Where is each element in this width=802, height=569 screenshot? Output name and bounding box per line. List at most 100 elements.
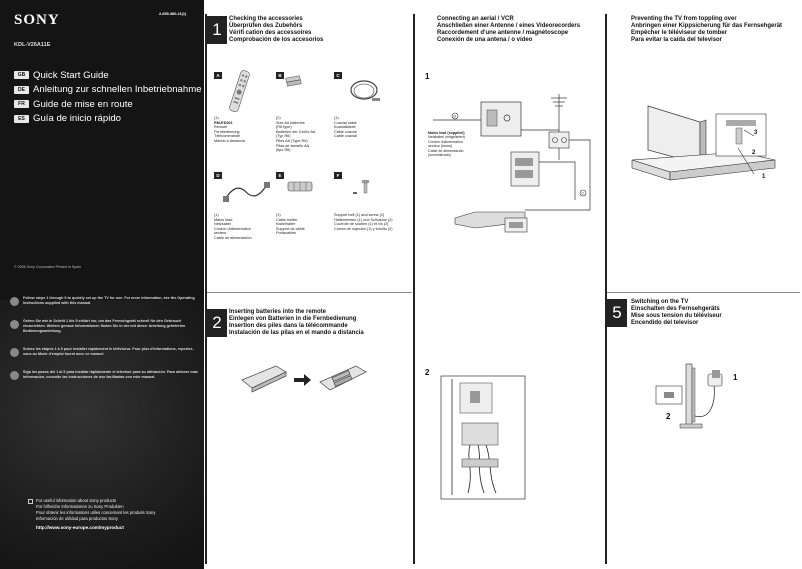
step-instruction-fr: Suivez les étapes 1 à 5 pour installer r… [10,347,200,357]
section-title: Preventing the TV from toppling over Anb… [631,16,782,44]
desc-line: Coaxial cable [334,120,357,125]
support-belt-icon [353,180,369,194]
guide-row-gb: GB Quick Start Guide [14,68,204,83]
product-info: For useful information about Sony produc… [28,498,196,530]
accessory-description: (2) Size AA batteries (R6 type) Batterie… [276,116,315,153]
accessory-label: C [334,72,342,79]
title-line: Anschließen einer Antenne / eines Videor… [437,23,581,29]
copyright: © 2006 Sony Corporation Printed in Spain [14,265,81,269]
info-row: For useful information about Sony produc… [28,498,196,522]
product-url[interactable]: http://www.sony-europe.com/myproduct [36,525,124,530]
language-dot-icon [10,297,19,306]
info-line: Pour obtenir les informations utiles con… [36,510,156,515]
batteries-icon [285,75,302,87]
desc-line: Support belt (1) and screw (2) [334,213,385,217]
guide-row-es: ES Guía de inicio rápido [14,112,204,127]
desc-line: (2) [276,116,281,120]
step-instruction-es: Siga los pasos del 1 al 5 para instalar … [10,370,200,380]
desc-line: Cordon d'alimentation [214,226,251,231]
title-line: Connecting an aerial / VCR [437,16,514,22]
title-line: Einlegen von Batterien in die Fernbedien… [229,316,357,322]
caption-line: Cable de alimentación [428,148,464,153]
sub-step-number: 2 [425,368,430,377]
guide-titles: GB Quick Start Guide DE Anleitung zur sc… [14,68,204,126]
accessory-description: (1) RM-ED001 Remote Fernbedienung Téléco… [214,116,245,144]
caption-line: Netzkabel (mitgeliefert) [428,135,465,140]
callout-number: 1 [762,174,766,180]
desc-line: Télécommande [214,134,241,139]
step-text: Follow steps 1 through 5 to quickly set … [23,296,195,305]
desc-line: secteur [214,231,227,236]
column-divider [605,14,607,564]
desc-line: Cable de alimentación [214,235,252,240]
sony-logo: SONY [14,12,60,28]
language-dot-icon [10,348,19,357]
step-number: 1 [207,16,227,44]
callout-number: 2 [666,412,671,421]
step-number: 2 [207,309,227,337]
title-line: Mise sous tension du téléviseur [631,313,722,319]
lang-badge: ES [14,114,29,123]
remote-control-icon [229,70,250,113]
document-number: 2-659-380-11(1) [159,12,187,16]
callout-number: 3 [754,130,758,136]
desc-line: Support de câble [276,226,305,231]
desc-line: (1) [214,213,219,217]
title-line: Checking the accessories [229,16,303,22]
row-divider [207,292,412,293]
desc-line: Koaxialkabel [334,125,356,130]
svg-text:C: C [582,192,585,196]
cover-panel: SONY KDL-V26A11E GB Quick Start Guide DE… [0,0,204,569]
column-divider [205,14,207,564]
row-divider [607,292,800,293]
caption-line: (suministrado) [428,153,451,158]
accessory-description: (1) Cable holder Kabelhalter Support de … [276,213,305,236]
accessory-label: E [276,172,284,179]
accessory-label: A [214,72,222,79]
step-text: Siga los pasos del 1 al 5 para instalar … [23,370,198,379]
desc-line: Cable coaxial [334,134,357,139]
desc-line: Mando a distancia [214,138,245,143]
checkbox-square-icon [28,499,33,504]
desc-line: (1) [334,116,339,120]
caption-line: Mains lead (supplied) [428,131,465,135]
svg-text:D: D [454,115,457,119]
lang-badge: FR [14,100,29,109]
cable-holder-icon [287,181,313,192]
step-instruction-gb: Follow steps 1 through 5 to quickly set … [10,296,200,306]
caption-line: secteur (fourni) [428,144,453,149]
desc-line: (R6 type) [276,125,292,130]
cable-holder-diagram [440,375,526,500]
mains-lead-caption: Mains lead (supplied) Netzkabel (mitgeli… [428,131,465,157]
accessory-label: D [214,172,222,179]
accessory-description: Support belt (1) and screw (2) Haltemiem… [334,213,392,231]
section-title: Inserting batteries into the remote Einl… [229,309,364,337]
guide-title: Quick Start Guide [33,69,109,81]
desc-line: Batterien der Größe AA [276,129,316,134]
accessory-label: F [334,172,342,179]
desc-line: Correa de sujeción (1) y tornillo (2) [334,226,393,231]
desc-line: Portacables [276,231,297,236]
desc-line: Size AA batteries [276,120,305,125]
model-number: KDL-V26A11E [14,42,51,48]
info-line: For useful information about Sony produc… [36,498,117,503]
aerial-vcr-connection-diagram: D C [433,94,591,233]
section-title: Switching on the TV Einschalten des Fern… [631,299,722,327]
desc-line: Mains lead [214,217,233,222]
step-text: Suivez les étapes 1 à 5 pour installer r… [23,347,194,356]
desc-line: Remote [214,125,228,130]
accessory-description: (1) Coaxial cable Koaxialkabel Câble coa… [334,116,357,139]
title-line: Insertion des piles dans la télécommande [229,323,348,329]
lang-badge: DE [14,85,29,94]
desc-line: (1) [276,213,281,217]
section-title: Checking the accessories Überprüfen des … [229,16,323,44]
anti-topple-diagram [631,105,776,181]
title-line: Vérifi cation des accessoires [229,30,312,36]
title-line: Überprüfen des Zubehörs [229,23,303,29]
step-text: Gehen Sie wie in Schritt 1 bis 5 erklärt… [23,319,186,333]
lang-badge: GB [14,71,29,80]
desc-line: (Typ R6) [276,134,291,139]
info-line: Información de utilidad para productos S… [36,516,118,521]
title-line: Switching on the TV [631,299,689,305]
desc-line: Courroie de soutien (1) et vis (2) [334,222,389,227]
